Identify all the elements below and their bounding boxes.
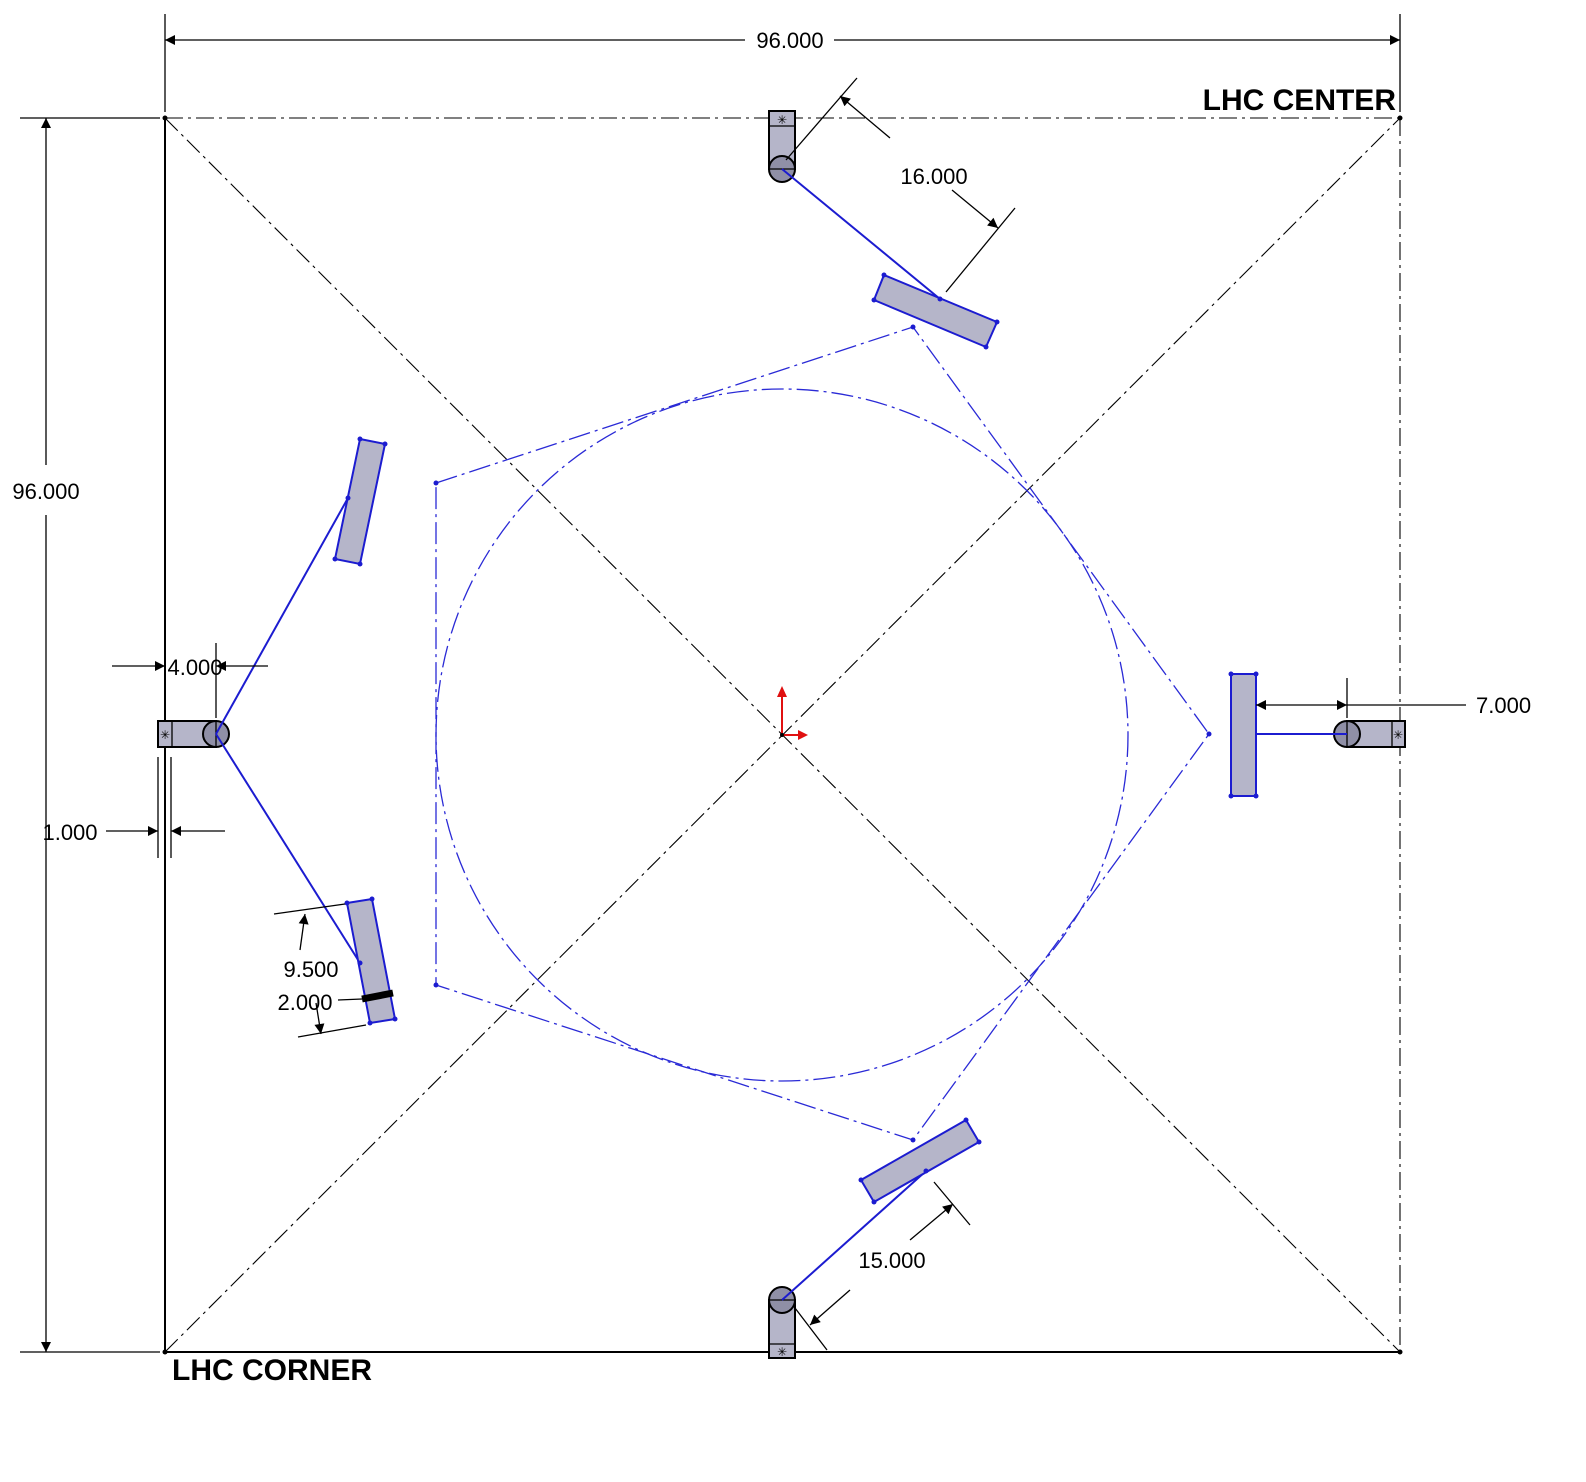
left-offset-dimension: 4.000 (112, 643, 268, 718)
panel-length-dimension-label: 9.500 (283, 957, 338, 982)
svg-text:✳: ✳ (160, 728, 170, 742)
right-panel-points (1228, 671, 1259, 799)
width-dimension-label: 96.000 (756, 28, 823, 53)
left-lower-panel (345, 897, 397, 1025)
bottom-arm-dimension-label: 15.000 (858, 1248, 925, 1273)
left-upper-panel (333, 437, 387, 566)
wall-gap-dimension: 1.000 (42, 757, 225, 858)
top-panel-points (871, 272, 1000, 350)
svg-text:✳: ✳ (1393, 728, 1403, 742)
right-panel (1230, 673, 1257, 797)
top-arm-dimension-label: 16.000 (900, 164, 967, 189)
left-upper-arm (215, 497, 349, 735)
top-mount: ✳ (768, 110, 796, 183)
panel-dimensions: 9.500 2.000 (273, 903, 367, 1038)
left-panel-points (332, 436, 398, 1026)
height-dimension: 96.000 (12, 118, 80, 1352)
width-dimension: 96.000 (165, 28, 1400, 53)
left-mount: ✳ (157, 720, 230, 748)
lhc-corner-label: LHC CORNER (172, 1354, 372, 1387)
svg-text:✳: ✳ (777, 113, 787, 127)
left-lower-panel-thick-mark (361, 989, 394, 1003)
height-dimension-label: 96.000 (12, 479, 79, 504)
panel-width-dimension-label: 2.000 (277, 990, 332, 1015)
hexagon-outline (435, 326, 1210, 1141)
lhc-center-label: LHC CENTER (1203, 84, 1397, 117)
bottom-mount: ✳ (768, 1286, 796, 1359)
origin-icon (777, 686, 808, 740)
top-arm-dimension: 16.000 (785, 77, 1016, 293)
extension-lines (20, 14, 1401, 1353)
bottom-arm (781, 1170, 927, 1301)
right-offset-dimension: 7.000 (1256, 678, 1531, 718)
left-lower-arm (215, 733, 361, 964)
bottom-panel (859, 1118, 981, 1204)
left-offset-dimension-label: 4.000 (167, 655, 222, 680)
hexagon-vertices (433, 324, 1212, 1143)
wall-gap-dimension-label: 1.000 (42, 820, 97, 845)
right-offset-dimension-label: 7.000 (1476, 693, 1531, 718)
top-arm (781, 168, 941, 300)
bottom-arm-dimension: 15.000 (794, 1181, 971, 1351)
top-panel (872, 273, 999, 349)
svg-text:✳: ✳ (777, 1345, 787, 1359)
bottom-panel-points (858, 1117, 982, 1205)
